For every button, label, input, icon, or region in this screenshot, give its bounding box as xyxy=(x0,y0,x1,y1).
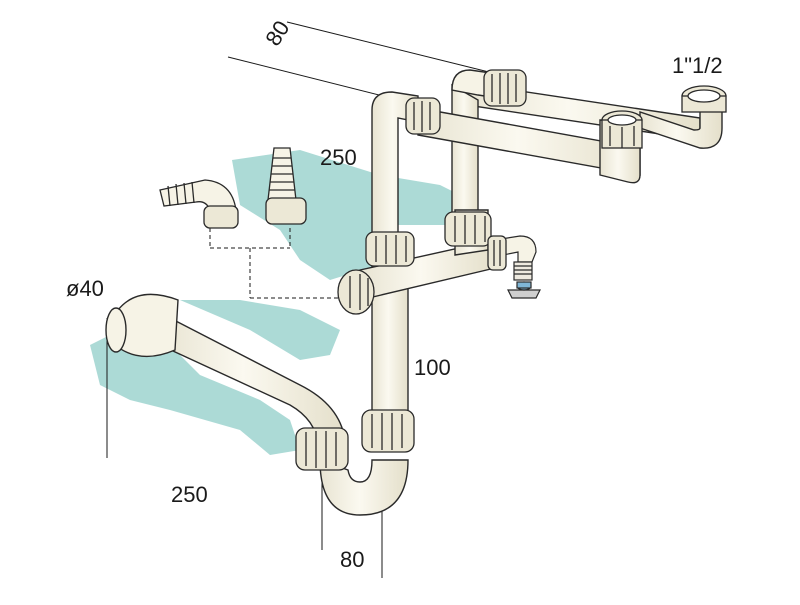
elbow-hose-adaptor xyxy=(159,179,239,229)
front-vertical-pipe xyxy=(371,91,419,421)
dimension-bottom-250: 250 xyxy=(171,482,208,507)
dimension-bottom-80: 80 xyxy=(340,547,365,572)
straight-hose-adaptor xyxy=(265,147,307,225)
dimension-top-250: 250 xyxy=(320,145,357,170)
coupling-nuts xyxy=(295,69,727,471)
dimension-vertical-100: 100 xyxy=(414,355,451,380)
trap-u-bend xyxy=(319,459,409,516)
dashed-guides xyxy=(209,228,340,299)
inlet-arm xyxy=(105,293,346,446)
diameter-label: ø40 xyxy=(66,276,104,301)
thread-size-label: 1"1/2 xyxy=(672,53,723,78)
